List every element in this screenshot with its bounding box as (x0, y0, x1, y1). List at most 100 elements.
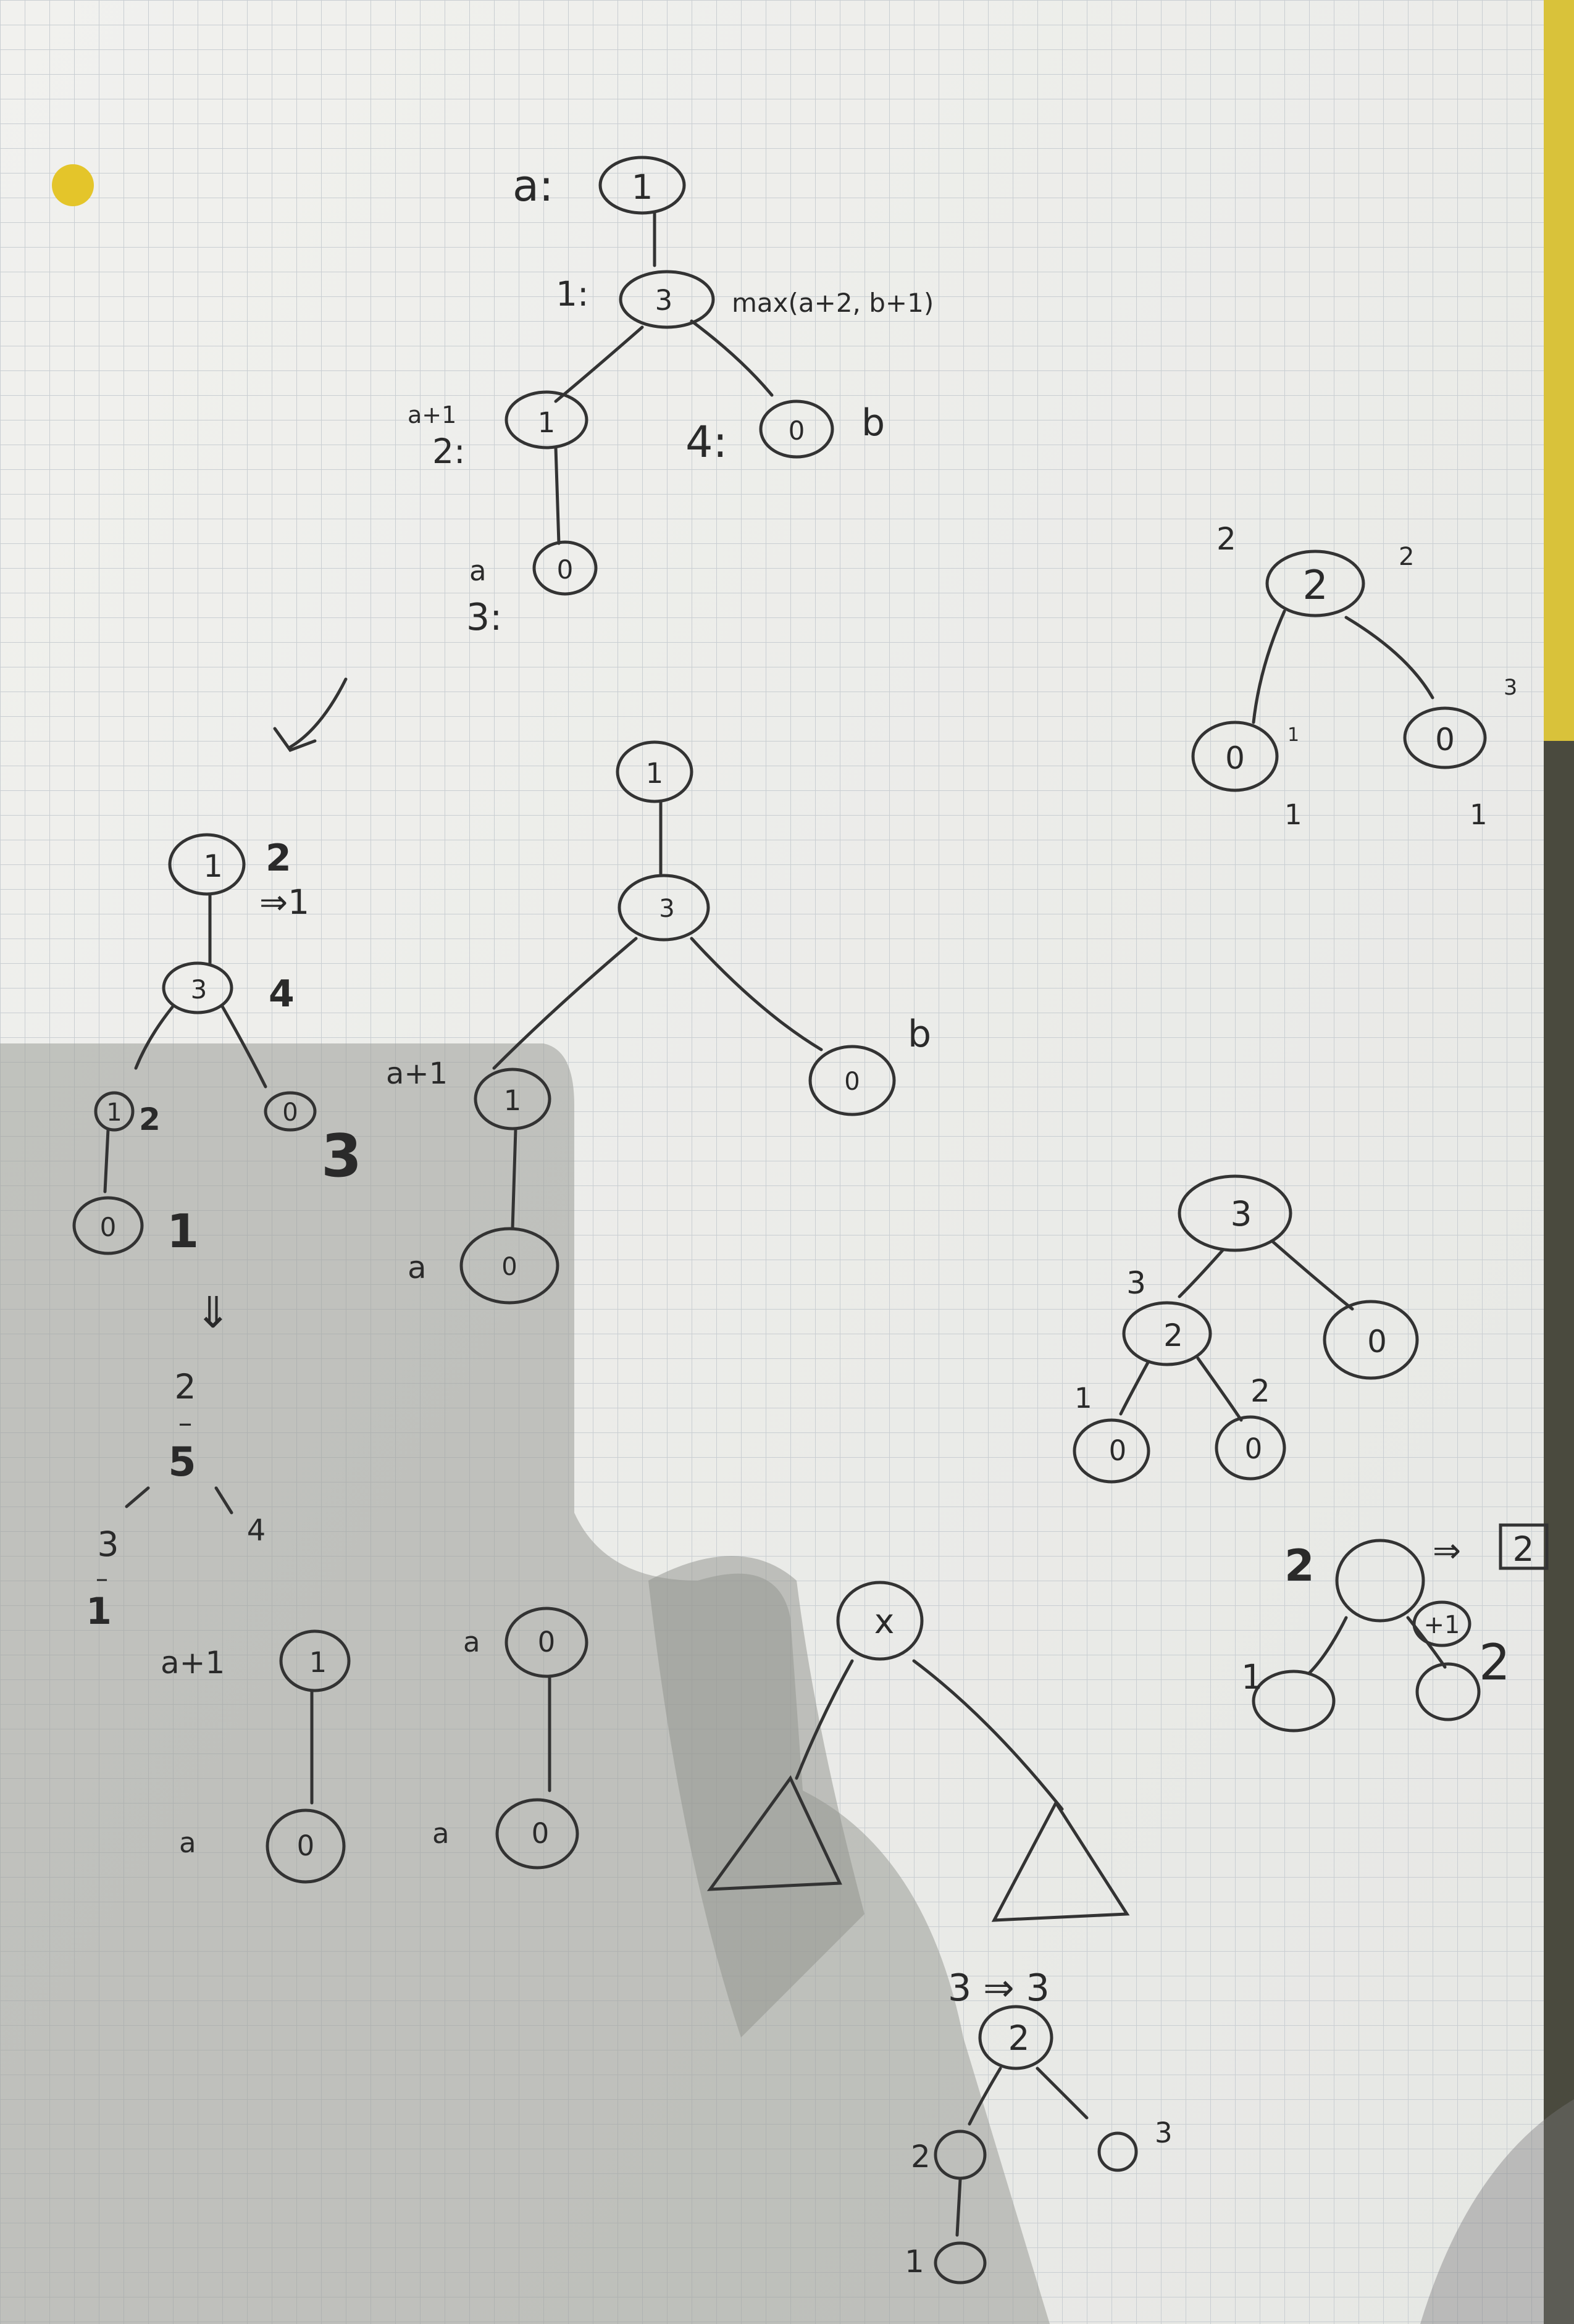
rt-root-right-label: 2 (1399, 543, 1414, 571)
bottom-tree (934, 2005, 1138, 2284)
node (934, 2241, 987, 2284)
node (1323, 1300, 1419, 1380)
rs-root-note: 2 (1284, 1540, 1315, 1591)
node (619, 270, 715, 329)
rt-left-below: 1 (1284, 798, 1302, 831)
nt-left: 3 (98, 1524, 119, 1564)
top-right-value: 0 (789, 416, 805, 446)
ct-left-label: a+1 (386, 1056, 448, 1091)
nt-top: 2 (175, 1367, 196, 1407)
top-bottom-value: 0 (557, 554, 574, 585)
sp-right-top-value: 0 (538, 1626, 556, 1658)
node (474, 1068, 551, 1131)
top-label-a: a: (513, 161, 553, 211)
rt-right-below: 1 (1470, 798, 1488, 831)
node (504, 390, 588, 449)
node (1265, 550, 1365, 617)
node (598, 156, 686, 215)
sp-left-top-value: 1 (309, 1646, 327, 1679)
rt-root-left-label: 2 (1216, 521, 1236, 557)
node (808, 1045, 896, 1116)
ct-left-value: 1 (504, 1084, 522, 1117)
top-left-value: 1 (538, 406, 556, 439)
lt-note-a: 2 (266, 837, 291, 880)
top-bottom-label-num: 3: (466, 596, 502, 639)
corner-shadow (1420, 2099, 1574, 2324)
node (1097, 2131, 1138, 2172)
top-root-value: 1 (632, 167, 653, 207)
x-tree (706, 1581, 1130, 1922)
node (279, 1629, 351, 1692)
sp-right-top-label: a (463, 1626, 480, 1658)
bt-root-value: 2 (1008, 2018, 1030, 2058)
rt-left-small: 1 (1287, 724, 1299, 746)
rs-left-label: 1 (1241, 1657, 1263, 1697)
x-root-value: x (874, 1602, 895, 1641)
lt-left-value: 1 (106, 1098, 122, 1127)
bt-left-label: 2 (911, 2139, 931, 2175)
node (759, 399, 834, 459)
rm-lr-value: 0 (1245, 1432, 1263, 1465)
down-arrow: ⇓ (195, 1287, 232, 1338)
node (617, 874, 710, 942)
lt-left-note: 2 (139, 1101, 161, 1137)
lt-right-note: 3 (321, 1122, 362, 1190)
ct-root-value: 1 (646, 757, 664, 790)
lt-mid-note: 4 (269, 972, 295, 1016)
node (1122, 1301, 1212, 1366)
hand-shadow (0, 1043, 1050, 2324)
node (532, 540, 598, 596)
node (266, 1808, 346, 1884)
rm-right-value: 0 (1367, 1324, 1387, 1360)
rs-plus-one: +1 (1424, 1611, 1460, 1639)
top-right-variable: b (861, 401, 885, 445)
rm-ll-label: 1 (1074, 1382, 1092, 1415)
bt-top-note: 3 ⇒ 3 (948, 1967, 1050, 2010)
right-mid-tree (1073, 1174, 1419, 1484)
lt-right-value: 0 (282, 1098, 298, 1127)
curved-arrow (273, 677, 348, 753)
rm-left-label: 3 (1126, 1265, 1146, 1301)
rt-right-value: 0 (1435, 722, 1455, 758)
yellow-sticker (52, 164, 94, 206)
ct-mid-value: 3 (659, 895, 674, 923)
node (264, 1091, 317, 1132)
node (504, 1607, 588, 1678)
node (1073, 1418, 1150, 1484)
node (1252, 1670, 1336, 1733)
top-bottom-label-a: a (469, 554, 487, 587)
node (1335, 1539, 1425, 1623)
node (1403, 706, 1487, 769)
top-right-label: 4: (685, 417, 727, 467)
lt-root-value: 1 (203, 848, 223, 884)
sp-right-bottom-label: a (432, 1817, 450, 1850)
top-label-1: 1: (556, 274, 589, 314)
node (1415, 1662, 1481, 1721)
node (1178, 1174, 1292, 1252)
node (978, 2005, 1053, 2070)
node (836, 1581, 924, 1661)
number-tree-lines (125, 1486, 233, 1515)
rt-root-value: 2 (1302, 562, 1328, 609)
lt-note-b: ⇒1 (259, 882, 309, 922)
rt-left-value: 0 (1225, 740, 1245, 776)
left-subtree-triangle (706, 1775, 842, 1891)
node (168, 833, 246, 896)
rm-lr-label: 2 (1250, 1373, 1270, 1409)
rm-left-value: 2 (1163, 1318, 1183, 1353)
bt-right-label: 3 (1155, 2117, 1173, 2149)
right-subtree-triangle (991, 1800, 1130, 1922)
lt-mid-value: 3 (191, 974, 207, 1005)
left-tree (72, 833, 317, 1255)
rm-ll-value: 0 (1109, 1434, 1127, 1467)
small-pair-left (266, 1629, 351, 1884)
ct-right-value: 0 (844, 1068, 860, 1096)
top-left-label-num: 2: (432, 432, 466, 471)
nt-right: 4 (247, 1513, 266, 1548)
top-mid-value: 3 (655, 284, 673, 317)
small-pair-right (495, 1607, 588, 1870)
top-tree (504, 156, 834, 596)
node (459, 1227, 559, 1305)
node (1191, 721, 1279, 792)
